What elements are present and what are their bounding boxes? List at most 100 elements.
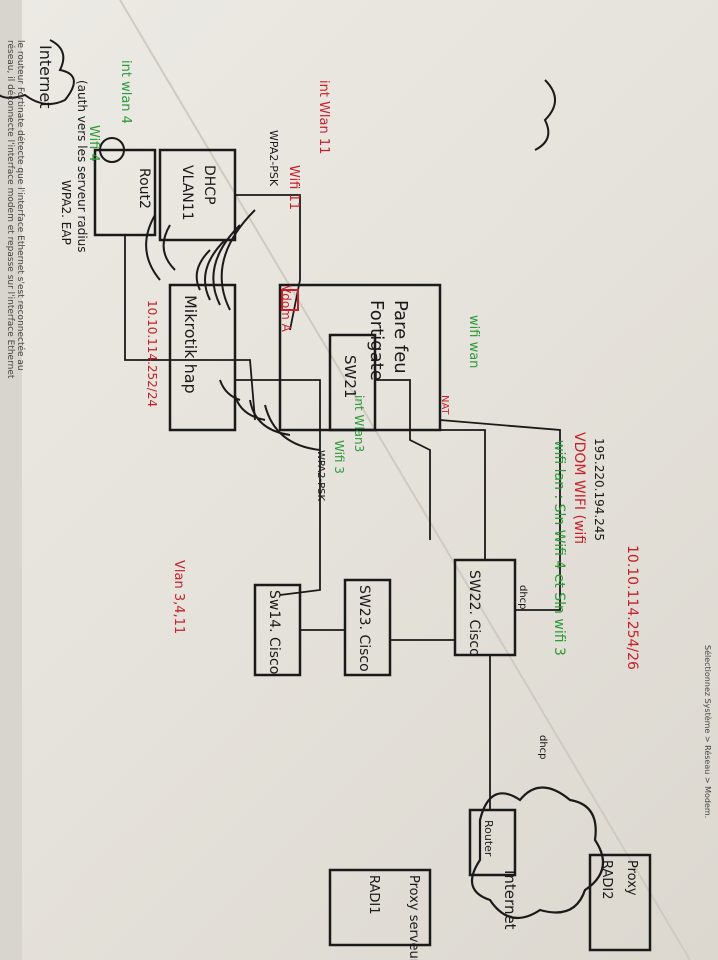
svg-text:Router: Router xyxy=(482,820,495,857)
int-wlan3-label: int Wlan3 xyxy=(352,395,366,452)
svg-text:réseau, il déconnecte l'interf: réseau, il déconnecte l'interface modem … xyxy=(5,40,16,379)
svg-text:195.220.194.245: 195.220.194.245 xyxy=(592,438,606,541)
link-fw-internet xyxy=(439,419,561,611)
svg-text:int wlan 4: int wlan 4 xyxy=(118,60,133,124)
svg-text:Internet: Internet xyxy=(36,45,55,109)
dhcp-note-1: dhcp xyxy=(517,585,528,610)
svg-text:Wifi 11: Wifi 11 xyxy=(286,165,301,210)
svg-text:RADI1: RADI1 xyxy=(366,875,381,915)
ip-mikrotik-label: 10.10.114.252/24 xyxy=(145,300,159,407)
wifi3-label: Wifi 3 xyxy=(332,440,346,474)
svg-text:Mikrotik hap: Mikrotik hap xyxy=(181,295,200,394)
svg-text:wifi lan : Sln Wifi 4 et Sln w: wifi lan : Sln Wifi 4 et Sln wifi 3 xyxy=(551,440,567,656)
proxy-serveur-label: Proxy serveur RADI1 xyxy=(366,875,421,960)
svg-text:int Wlan3: int Wlan3 xyxy=(352,395,366,452)
link-sw21 xyxy=(375,379,431,540)
cloud-curve xyxy=(534,79,556,151)
sw22-box xyxy=(453,558,517,657)
nat-label: NAT xyxy=(439,395,450,416)
proxy-radi2-box xyxy=(588,853,652,952)
router-right-box xyxy=(468,808,517,877)
svg-text:DHCP: DHCP xyxy=(201,165,217,205)
svg-text:SW23. Cisco: SW23. Cisco xyxy=(356,585,372,672)
svg-text:Sélectionnez Système > Réseau: Sélectionnez Système > Réseau > Modem. xyxy=(703,645,713,818)
svg-text:VDOM WIFI (wifi: VDOM WIFI (wifi xyxy=(571,432,587,544)
int-wlan4-label: int wlan 4 xyxy=(118,60,133,124)
svg-text:Sw14. Cisco: Sw14. Cisco xyxy=(266,590,282,674)
svg-text:Pare feu: Pare feu xyxy=(390,300,411,374)
svg-text:int Wlan 11: int Wlan 11 xyxy=(316,80,331,154)
proxy-radi1-box xyxy=(328,868,432,947)
wpa2-eap-label: WPA2. EAP xyxy=(59,180,73,245)
svg-text:dhcp: dhcp xyxy=(517,585,528,610)
svg-text:WPA2-PSK: WPA2-PSK xyxy=(267,130,280,187)
svg-text:RADI2: RADI2 xyxy=(599,860,614,900)
wpa2-1-label: WPA2-PSK xyxy=(267,130,280,187)
link-dhcp xyxy=(235,194,301,331)
internet-cloud-left xyxy=(0,39,75,105)
svg-text:Proxy: Proxy xyxy=(624,860,639,896)
internet-cloud-right xyxy=(470,786,605,920)
svg-text:SW21: SW21 xyxy=(341,355,359,398)
svg-text:NAT: NAT xyxy=(439,395,450,416)
router2-label: Rout2 xyxy=(136,168,152,209)
printed-bottom-right: Sélectionnez Système > Réseau > Modem. xyxy=(703,645,713,818)
mikrotik-label: Mikrotik hap xyxy=(181,295,200,394)
svg-text:le routeur Fortinate détecte q: le routeur Fortinate détecte que l'inter… xyxy=(15,40,26,371)
wifi-waves-middle xyxy=(219,379,321,451)
svg-text:wifi wan: wifi wan xyxy=(466,315,481,368)
svg-text:Wifi 4: Wifi 4 xyxy=(86,125,101,162)
vdom-a-label: Vdom A xyxy=(279,285,293,333)
wifi-lan-label: wifi lan : Sln Wifi 4 et Sln wifi 3 xyxy=(551,440,567,656)
svg-text:Vdom A: Vdom A xyxy=(279,285,293,333)
ip-right-label: 10.10.114.254/26 xyxy=(624,545,640,670)
dhcp-note-2: dhcp xyxy=(537,735,548,760)
svg-text:Vlan 3,4,11: Vlan 3,4,11 xyxy=(171,560,186,634)
sw23-box xyxy=(343,578,392,677)
sw21-box xyxy=(328,333,377,432)
svg-text:Fortigate: Fortigate xyxy=(366,300,387,381)
sw21-label: SW21 xyxy=(341,355,359,398)
wpa2-2-label: WPA2-PSK xyxy=(315,450,326,501)
printed-margin xyxy=(0,0,22,960)
dhcp-label: DHCP VLAN11 xyxy=(179,165,217,221)
sw14-label: Sw14. Cisco xyxy=(266,590,282,674)
mikrotik-box xyxy=(168,283,237,432)
svg-text:WPA2. EAP: WPA2. EAP xyxy=(59,180,73,245)
router-right-label: Router xyxy=(482,820,495,857)
svg-text:WPA2-PSK: WPA2-PSK xyxy=(315,450,326,501)
internet-left-label: Internet xyxy=(36,45,55,109)
wifi4-label: Wifi 4 xyxy=(86,125,101,162)
link-router-firewall xyxy=(124,235,256,421)
internet-right-label: Internet xyxy=(501,870,519,930)
svg-text:Proxy serveur: Proxy serveur xyxy=(406,875,421,960)
dhcp-box xyxy=(158,148,237,242)
link-sw22-fw xyxy=(440,429,486,560)
wifi-waves-left xyxy=(145,209,256,311)
svg-text:SW22. Cisco: SW22. Cisco xyxy=(466,570,482,657)
wifi11-label: Wifi 11 xyxy=(286,165,301,210)
svg-text:VLAN11: VLAN11 xyxy=(179,165,195,221)
svg-text:10.10.114.254/26: 10.10.114.254/26 xyxy=(624,545,640,670)
vlan-note-label: Vlan 3,4,11 xyxy=(171,560,186,634)
auth-label: (auth vers les serveur radius xyxy=(75,80,89,253)
router2-icon xyxy=(99,137,125,163)
svg-text:Wifi 3: Wifi 3 xyxy=(332,440,346,474)
sw22-label: SW22. Cisco xyxy=(466,570,482,657)
proxy-top-label: Proxy RADI2 xyxy=(599,860,639,900)
svg-text:dhcp: dhcp xyxy=(537,735,548,760)
svg-text:Rout2: Rout2 xyxy=(136,168,152,209)
sw23-label: SW23. Cisco xyxy=(356,585,372,672)
wifi-wan-label: wifi wan xyxy=(466,315,481,368)
svg-text:Internet: Internet xyxy=(501,870,519,930)
svg-text:10.10.114.252/24: 10.10.114.252/24 xyxy=(145,300,159,407)
firewall-icon xyxy=(281,289,299,311)
svg-text:(auth vers les serveur radius: (auth vers les serveur radius xyxy=(75,80,89,253)
vdom-wifi-label: VDOM WIFI (wifi xyxy=(571,432,587,544)
firewall-label: Pare feu Fortigate xyxy=(366,300,411,381)
paper-fold xyxy=(119,0,691,960)
ip-195-label: 195.220.194.245 xyxy=(592,438,606,541)
printed-text: le routeur Fortinate détecte que l'inter… xyxy=(5,40,26,379)
